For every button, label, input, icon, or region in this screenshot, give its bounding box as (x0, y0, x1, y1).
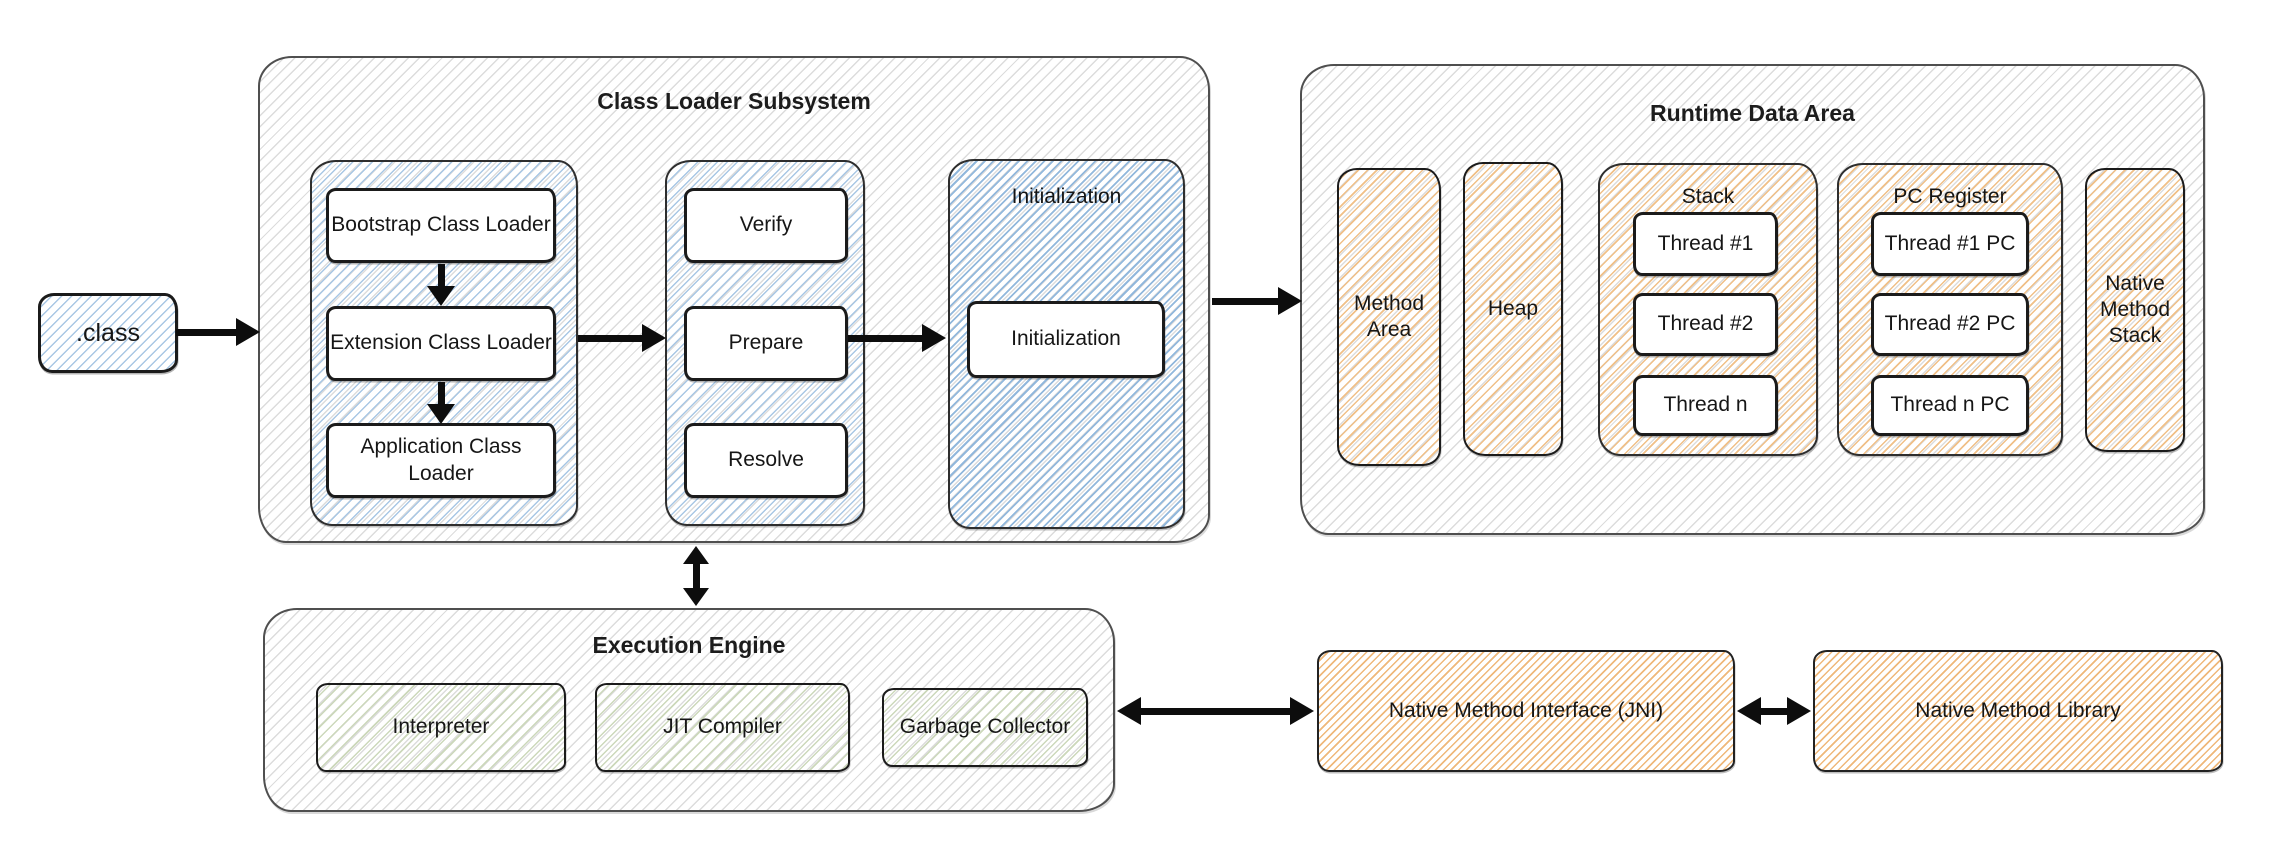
heap-box: Heap (1463, 162, 1563, 456)
connector-executionengine-jni-arrow (1117, 696, 1314, 726)
thread-1-pc-box: Thread #1 PC (1871, 212, 2029, 276)
execution-engine-title: Execution Engine (592, 632, 786, 658)
thread-n-box: Thread n (1633, 375, 1778, 436)
bootstrap-class-loader-box: Bootstrap Class Loader (326, 188, 556, 263)
arrowhead-down-icon (427, 404, 455, 424)
arrow-shaft (176, 328, 240, 336)
arrowhead-right-icon (922, 324, 946, 352)
initialization-box: Initialization (967, 301, 1165, 378)
native-method-interface-box: Native Method Interface (JNI) (1317, 650, 1735, 772)
arrowhead-right-icon (1290, 697, 1314, 725)
application-class-loader-box: Application Class Loader (326, 423, 556, 498)
arrowhead-left-icon (1737, 697, 1761, 725)
arrow-shaft (1755, 707, 1793, 715)
arrow-shaft (1212, 297, 1282, 305)
pc-register-title: PC Register (1893, 185, 2007, 208)
arrow-shaft (437, 264, 445, 290)
connector-loading-to-linking-arrow (578, 323, 666, 353)
arrowhead-up-icon (683, 546, 709, 564)
connector-extension-to-application-arrow (426, 382, 456, 424)
connector-bootstrap-to-extension-arrow (426, 264, 456, 306)
verify-box: Verify (684, 188, 848, 263)
stack-title: Stack (1681, 185, 1735, 208)
interpreter-box: Interpreter (316, 683, 566, 772)
connector-linking-to-initialization-arrow (848, 323, 946, 353)
native-method-library-box: Native Method Library (1813, 650, 2223, 772)
extension-class-loader-box: Extension Class Loader (326, 306, 556, 381)
garbage-collector-box: Garbage Collector (882, 688, 1088, 767)
arrowhead-down-icon (683, 588, 709, 606)
thread-n-pc-box: Thread n PC (1871, 375, 2029, 436)
arrowhead-right-icon (1278, 287, 1302, 315)
jit-compiler-box: JIT Compiler (595, 683, 850, 772)
connector-classfile-to-classloader-arrow (176, 316, 260, 348)
connector-classloader-executionengine-arrow (681, 546, 711, 606)
class-file-box: .class (38, 293, 178, 373)
initialization-phase-title: Initialization (1011, 185, 1122, 208)
arrowhead-right-icon (642, 324, 666, 352)
connector-classloader-to-runtime-arrow (1212, 286, 1302, 316)
connector-jni-library-arrow (1737, 696, 1811, 726)
thread-2-box: Thread #2 (1633, 293, 1778, 356)
resolve-box: Resolve (684, 423, 848, 498)
class-loader-subsystem-title: Class Loader Subsystem (597, 88, 871, 114)
arrowhead-down-icon (427, 286, 455, 306)
arrow-shaft (437, 382, 445, 408)
runtime-data-area-title: Runtime Data Area (1650, 100, 1855, 126)
arrow-shaft (692, 560, 700, 592)
arrowhead-left-icon (1117, 697, 1141, 725)
native-method-stack-box: Native Method Stack (2085, 168, 2185, 452)
arrowhead-right-icon (236, 318, 260, 346)
method-area-box: Method Area (1337, 168, 1441, 466)
arrowhead-right-icon (1787, 697, 1811, 725)
arrow-shaft (1137, 707, 1294, 715)
arrow-shaft (578, 334, 646, 342)
thread-2-pc-box: Thread #2 PC (1871, 293, 2029, 356)
prepare-box: Prepare (684, 306, 848, 381)
thread-1-box: Thread #1 (1633, 212, 1778, 276)
arrow-shaft (848, 334, 926, 342)
